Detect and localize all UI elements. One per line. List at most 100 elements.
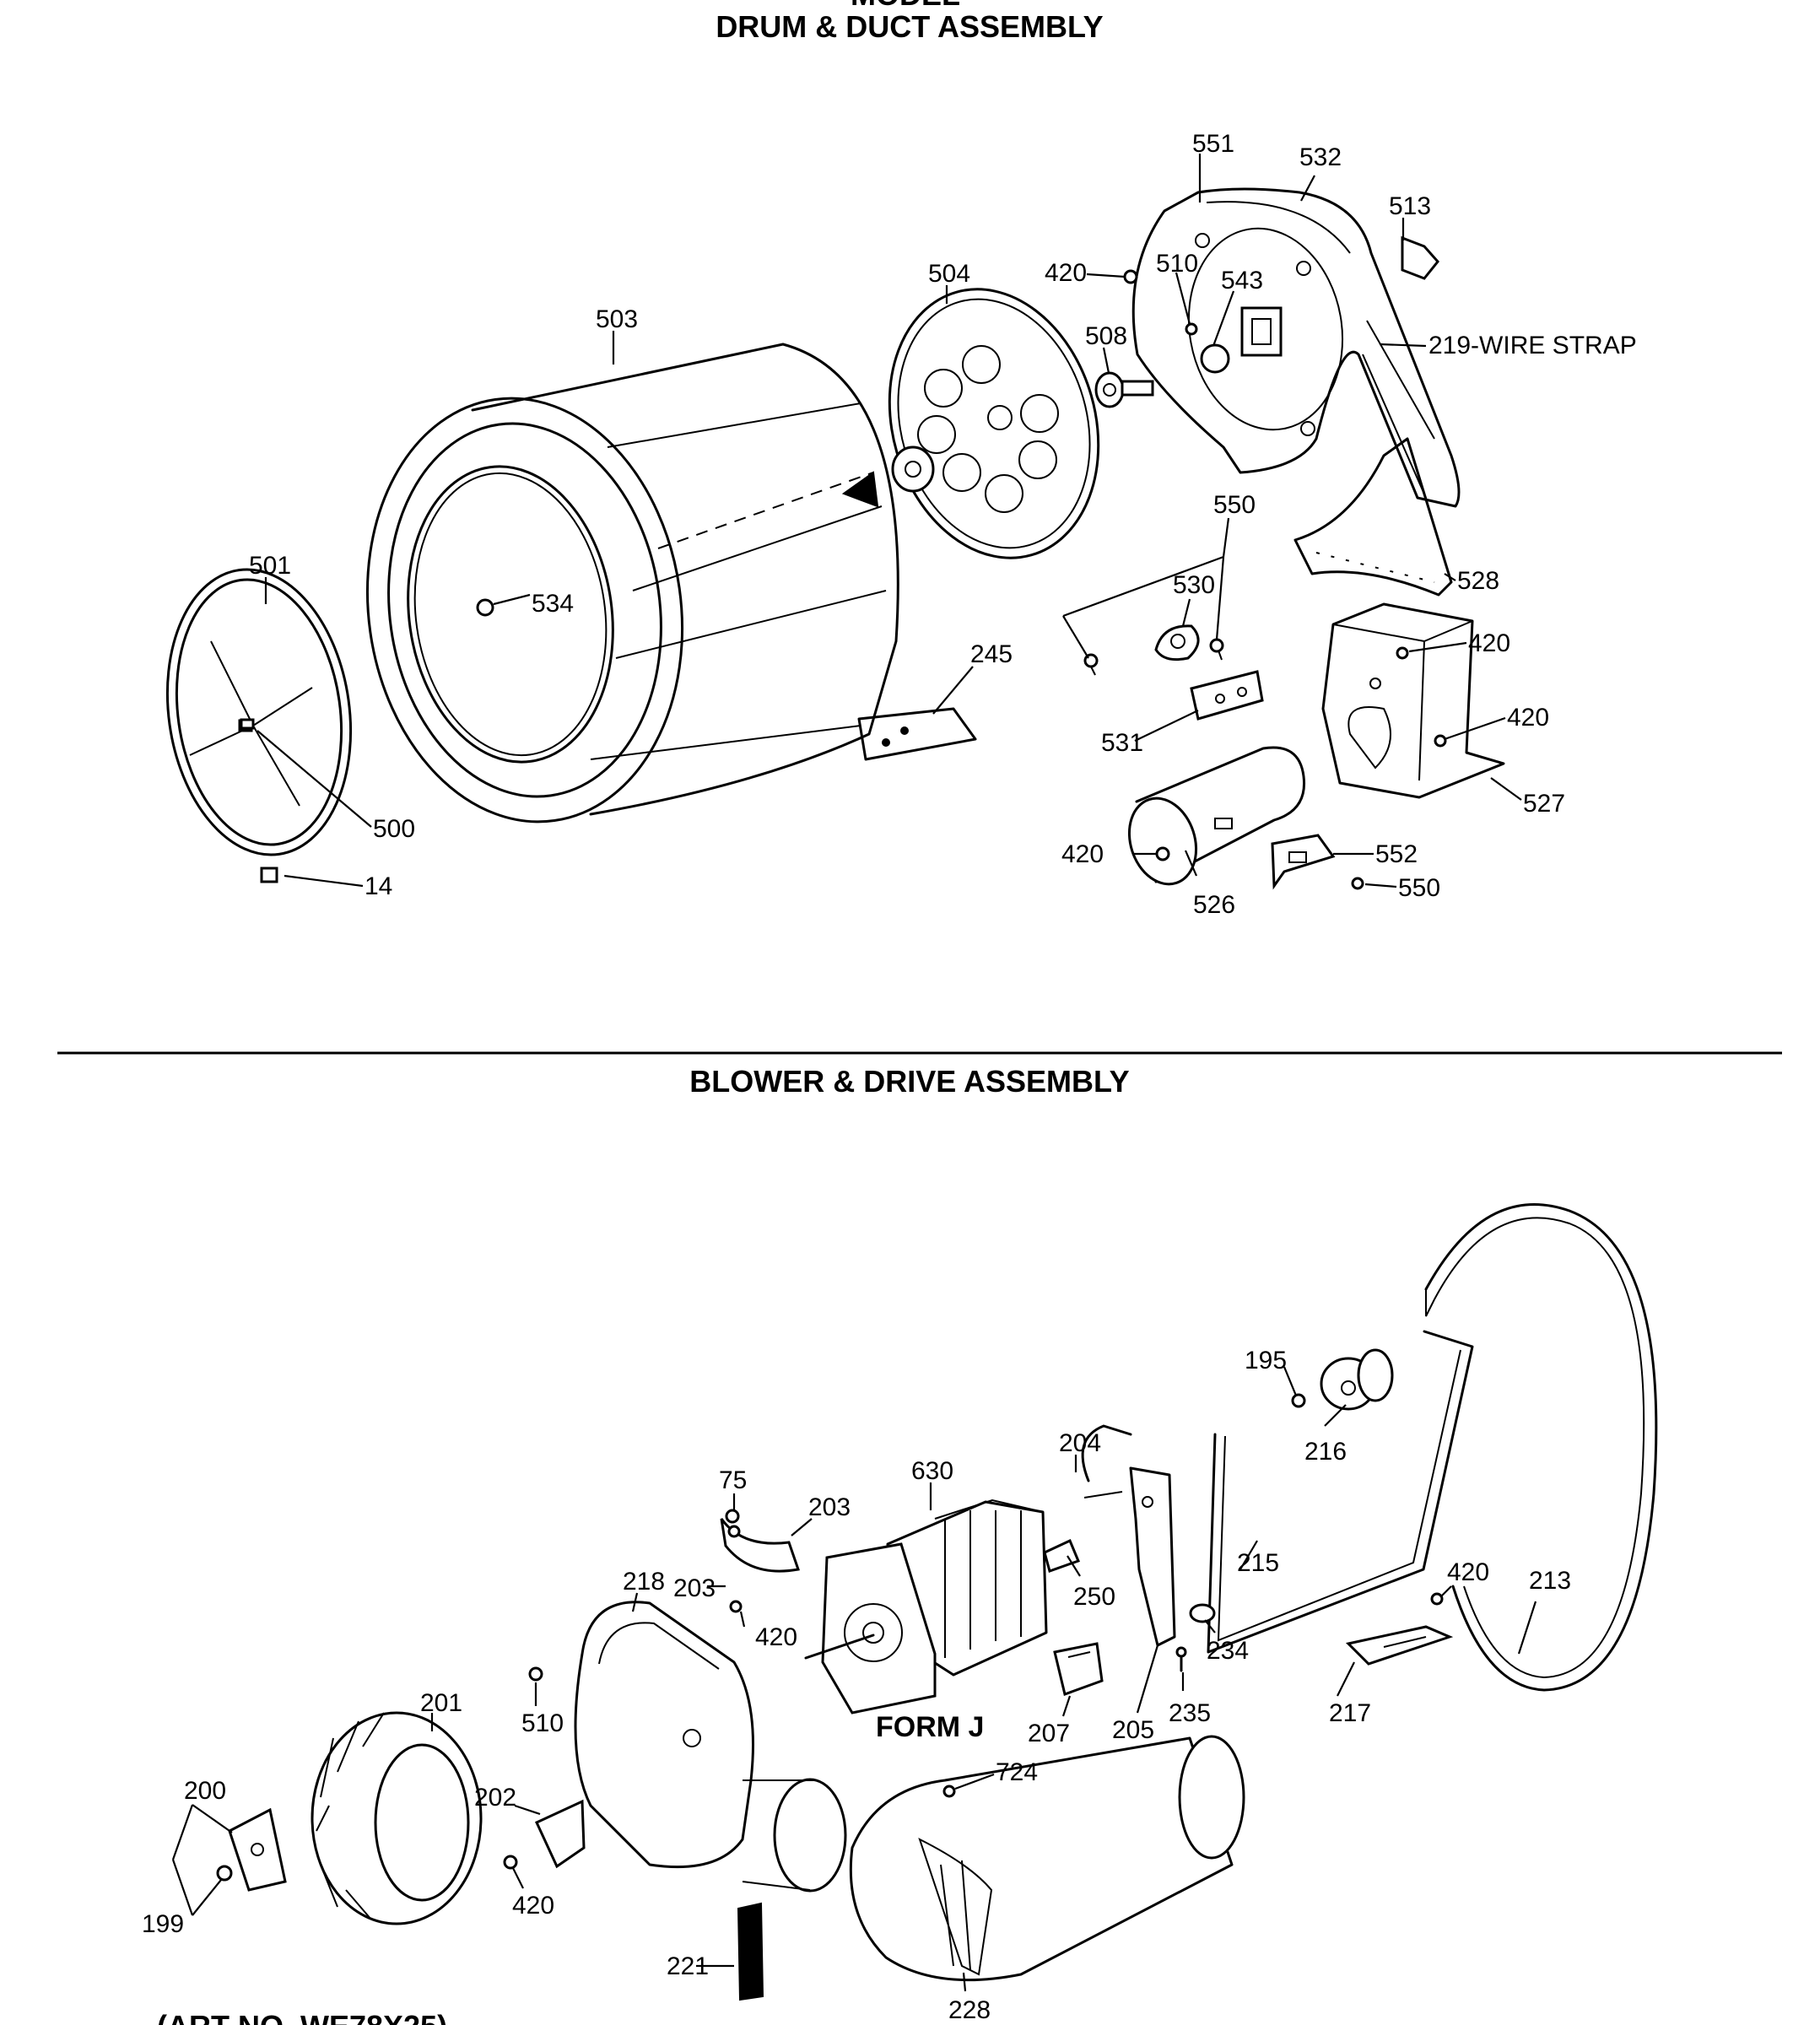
screw-550-c [1351,877,1364,890]
bearing-508 [1094,371,1154,408]
screw-420-a [1123,269,1138,284]
drive-belt-213 [1424,1203,1658,1692]
label-501: 501 [249,552,291,580]
label-526: 526 [1193,891,1235,919]
label-543: 543 [1221,267,1263,294]
label-531: 531 [1101,729,1143,757]
label-218: 218 [623,1568,665,1596]
thermostat-530 [1154,624,1200,662]
rear-drum-bulkhead-504 [888,288,1100,559]
screw-550-a [1083,653,1099,676]
blower-drive-title: BLOWER & DRIVE ASSEMBLY [689,1064,1129,1099]
label-513: 513 [1389,192,1431,220]
label-527: 527 [1523,790,1565,818]
motor-bracket-205 [1129,1466,1176,1647]
duct-housing-532 [1131,187,1461,508]
idler-arm-215 [1207,1330,1474,1654]
centrifugal-switch-207 [1053,1642,1104,1696]
motor-630 [804,1498,1080,1714]
label-217: 217 [1329,1699,1371,1727]
label-530: 530 [1173,571,1215,599]
form-j-label: FORM J [876,1711,984,1743]
label-250: 250 [1073,1583,1115,1611]
blower-housing-218 [574,1601,847,1893]
label-551: 551 [1192,130,1234,158]
screw-75 [725,1509,740,1524]
label-420-blower-a: 420 [755,1623,797,1651]
label-201: 201 [420,1689,462,1717]
switch-552 [1271,834,1336,890]
label-420-drum-d: 420 [1061,840,1104,868]
label-528: 528 [1457,567,1499,595]
front-drum-seal-501 [165,568,353,856]
label-724: 724 [996,1758,1038,1786]
label-207: 207 [1028,1720,1070,1747]
label-245: 245 [970,640,1013,668]
screw-199 [216,1865,233,1882]
label-510-drum: 510 [1156,250,1198,278]
label-228: 228 [948,1996,991,2024]
exhaust-duct-228 [849,1735,1245,1982]
label-199: 199 [142,1910,184,1938]
label-552: 552 [1375,840,1418,868]
label-420-drum-b: 420 [1468,629,1510,657]
label-216: 216 [1304,1438,1347,1466]
screw-420-f [503,1855,518,1870]
idler-pulley-216 [1320,1348,1394,1411]
label-550-drum-a: 550 [1213,491,1256,519]
clamp-204 [1081,1424,1132,1498]
nut-234 [1189,1603,1216,1623]
plate-245 [857,707,977,761]
label-213: 213 [1529,1567,1571,1595]
glide-14 [260,867,278,883]
label-200: 200 [184,1777,226,1805]
model-title-cut: MODEL [851,0,960,12]
motor-strap-203 [720,1518,800,1573]
label-234: 234 [1207,1637,1249,1665]
label-550-drum-b: 550 [1398,874,1440,902]
bottom-note: (ART NO. WE78X25) [157,2009,447,2025]
label-14: 14 [365,872,392,900]
screw-420-d [1430,1592,1444,1606]
label-235: 235 [1169,1699,1211,1727]
label-195: 195 [1245,1347,1287,1374]
screw-510-blower [528,1666,543,1682]
label-420-drum-a: 420 [1045,259,1087,287]
label-204: 204 [1059,1429,1101,1457]
screw-420-b [1396,646,1409,660]
thermostat-bracket-531 [1190,670,1264,721]
retainer-195 [1291,1393,1306,1408]
screw-420-c [1434,734,1447,748]
label-532: 532 [1299,143,1342,171]
label-534: 534 [532,590,574,618]
label-202: 202 [474,1784,516,1812]
clip-500 [240,718,255,730]
seal-202 [535,1799,586,1869]
screw-420-e [729,1600,743,1613]
bracket-217 [1345,1625,1454,1666]
label-215: 215 [1237,1549,1279,1577]
label-420-blower-b: 420 [1447,1558,1489,1586]
label-205: 205 [1112,1716,1154,1744]
label-420-blower-c: 420 [512,1892,554,1920]
label-508: 508 [1085,322,1127,350]
duct-panel-528 [1293,437,1453,597]
label-219-wire-strap: 219-WIRE STRAP [1428,332,1637,359]
heater-housing-527 [1321,602,1505,799]
screw-235 [1175,1646,1187,1672]
screw-550-b [1209,638,1224,661]
label-503: 503 [596,305,638,333]
label-504: 504 [928,260,970,288]
seal-strip-221 [737,1902,764,2001]
label-203-b: 203 [673,1574,716,1602]
bracket-513 [1401,235,1439,280]
label-75: 75 [719,1466,747,1494]
drum-duct-title: DRUM & DUCT ASSEMBLY [716,9,1103,44]
blower-wheel-201 [311,1711,483,1925]
bracket-200 [228,1807,287,1892]
label-203-a: 203 [808,1493,851,1521]
label-510-blower: 510 [521,1709,564,1737]
drum-503 [365,343,899,824]
screw-724 [942,1785,956,1798]
